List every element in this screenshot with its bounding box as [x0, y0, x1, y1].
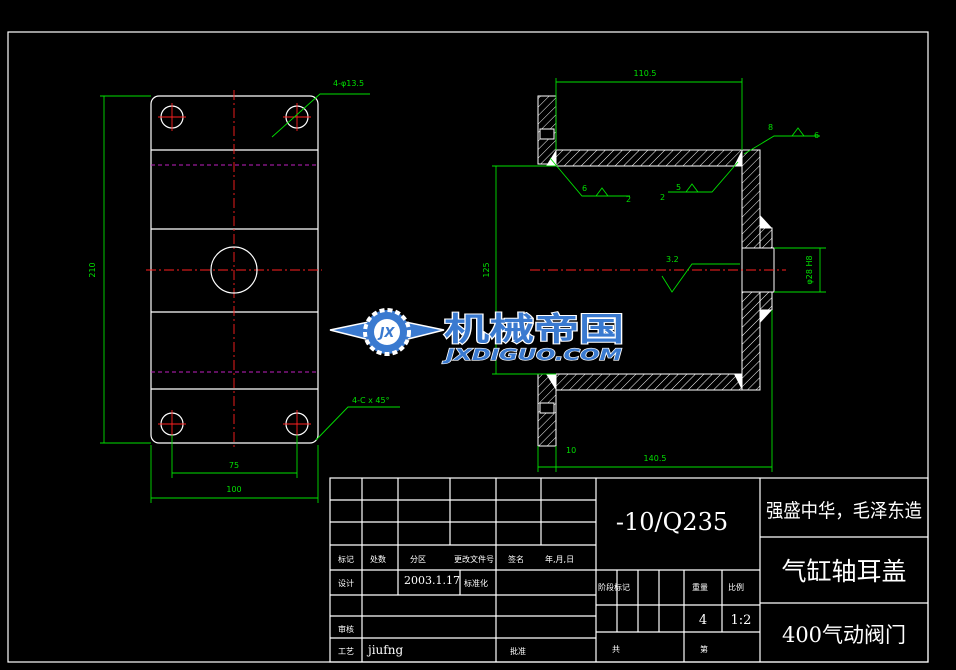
tb-part-name: 气缸轴耳盖: [781, 557, 906, 586]
front-view: 210 75 100 4-φ13.5 4-C x 45°: [88, 79, 400, 503]
watermark-cn: 机械帝国: [444, 310, 624, 348]
weld-b-leg: 5: [676, 183, 681, 192]
title-block: 标记 处数 分区 更改文件号 签名 年,月,日 设计 2003.1.17 标准化…: [329, 477, 929, 663]
tb-label-sheet: 第: [700, 644, 708, 654]
tb-date: 2003.1.17: [404, 574, 460, 587]
tb-label-review: 审核: [338, 624, 354, 634]
tb-label-scale: 比例: [728, 582, 744, 592]
tb-slogan: 强盛中华，毛泽东造: [766, 500, 922, 522]
section-top-dim: 110.5: [634, 69, 657, 78]
tb-project: 400气动阀门: [782, 623, 906, 647]
tb-label-design: 设计: [338, 578, 354, 588]
tb-label-total: 共: [612, 645, 620, 654]
front-view-outline: [150, 95, 319, 444]
tb-label-standard: 标准化: [464, 578, 488, 588]
section-view: 110.5 140.5 10 125 φ28 H8 3.2 6 2 5 2 8: [482, 69, 826, 472]
tb-label-sign: 签名: [508, 554, 524, 564]
front-hole-note: 4-φ13.5: [333, 79, 364, 88]
weld-a-leg: 6: [582, 184, 587, 193]
tb-label-process: 工艺: [338, 647, 354, 656]
front-hole-spacing-dim: 75: [229, 461, 239, 470]
tb-label-zone: 分区: [410, 555, 426, 564]
weld-c-length: 6: [814, 131, 819, 140]
tb-label-weight: 重量: [692, 582, 708, 592]
section-bottom-dim: 140.5: [644, 454, 667, 463]
tb-designer: jiufng: [366, 643, 403, 657]
watermark-emblem: JX: [377, 326, 396, 341]
weld-a-length: 2: [626, 195, 631, 204]
tb-weight: 4: [699, 613, 707, 628]
mounting-holes: [158, 103, 311, 438]
section-small-dim: 10: [566, 446, 576, 455]
front-width-dim: 100: [226, 485, 241, 494]
front-chamfer-note: 4-C x 45°: [352, 396, 390, 405]
weld-c-leg: 8: [768, 123, 773, 132]
watermark-logo: JX 机械帝国 JXDIGUO.COM: [329, 308, 625, 365]
tb-label-approve: 批准: [510, 646, 526, 656]
tb-label-stage-mark: 阶段标记: [598, 582, 630, 592]
section-height-dim: 125: [482, 262, 491, 277]
central-hole: [210, 246, 258, 294]
tb-label-count: 处数: [370, 554, 386, 564]
tb-material: -10/Q235: [616, 508, 728, 536]
tb-label-change-doc: 更改文件号: [454, 554, 494, 564]
tb-scale: 1:2: [731, 613, 752, 628]
watermark-en: JXDIGUO.COM: [442, 345, 622, 364]
weld-b-length: 2: [660, 193, 665, 202]
tb-label-mark: 标记: [338, 554, 354, 564]
tb-label-date-col: 年,月,日: [545, 554, 574, 564]
front-height-dim: 210: [88, 262, 97, 277]
roughness-value: 3.2: [666, 255, 679, 264]
section-bore-dim: φ28 H8: [805, 255, 814, 284]
